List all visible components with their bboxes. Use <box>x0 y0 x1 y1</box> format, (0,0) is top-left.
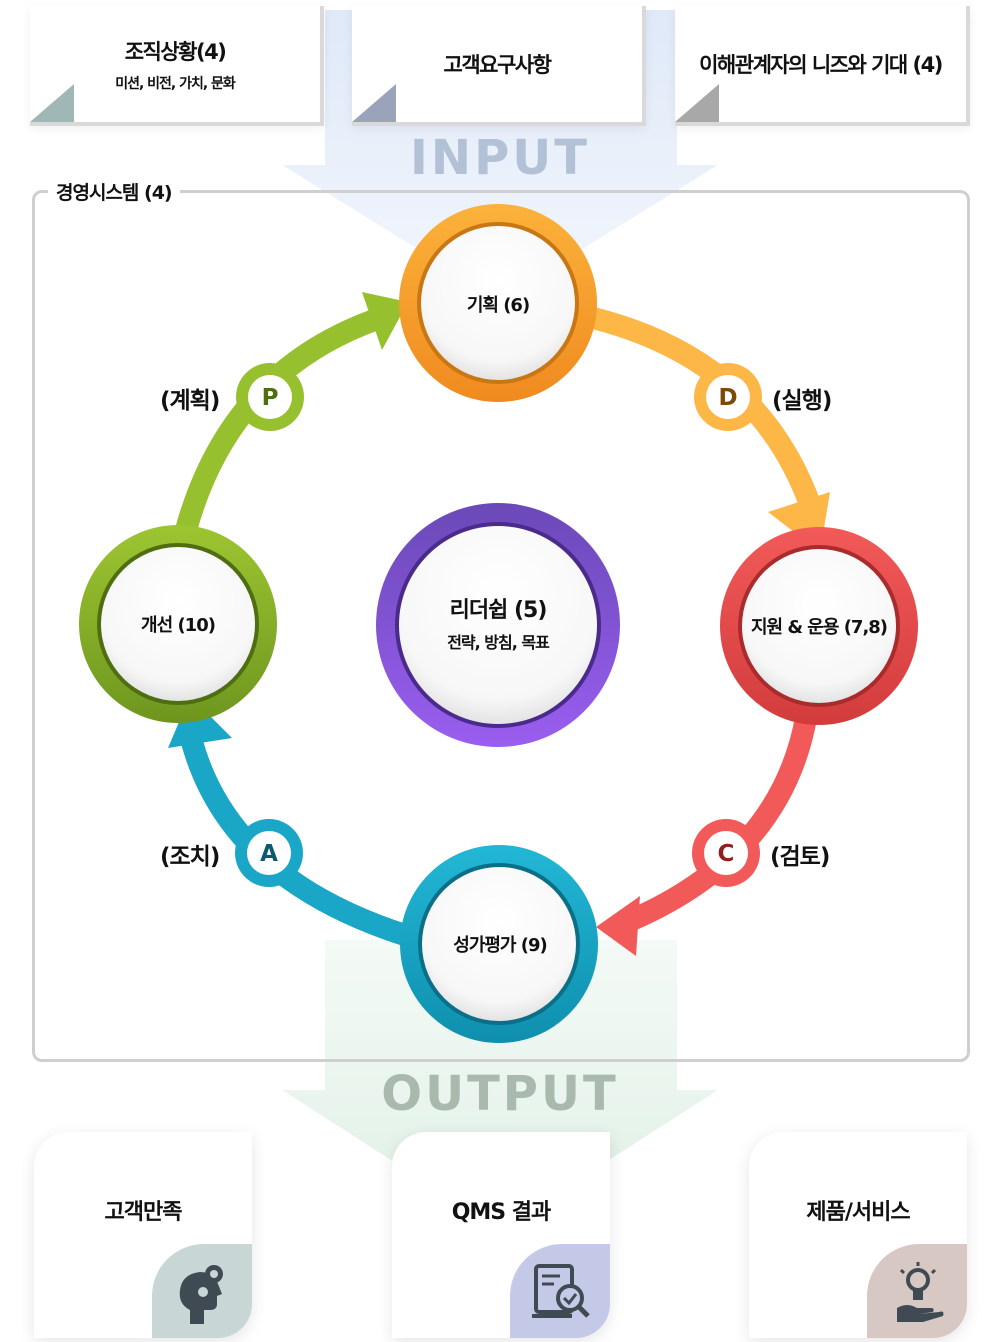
arrowhead-to-planning <box>362 292 408 350</box>
arrowhead-to-evaluation <box>596 896 640 956</box>
output-card-qms-results: QMS 결과 <box>392 1132 610 1338</box>
input-arrow-label: INPUT <box>410 130 590 186</box>
phase-label-do: (실행) <box>772 388 832 414</box>
node-improvement-label: 개선 (10) <box>141 615 216 636</box>
arrowhead-to-improvement <box>168 696 232 748</box>
node-planning-label: 기획 (6) <box>466 295 530 316</box>
phase-label-plan: (계획) <box>160 388 220 414</box>
output-card-title: QMS 결과 <box>451 1200 552 1225</box>
node-leadership-circle <box>376 503 620 747</box>
output-card-title: 고객만족 <box>104 1200 183 1225</box>
management-system-frame <box>32 190 970 1062</box>
phase-badge-d <box>694 363 762 431</box>
document-search-icon <box>532 1264 590 1318</box>
phase-badge-p <box>236 363 304 431</box>
input-card-organization-context: 조직상황(4) 미션, 비전, 가치, 문화 <box>30 6 324 126</box>
phase-letter-c: C <box>717 841 735 867</box>
node-planning-circle <box>399 204 597 402</box>
node-support-label: 지원 & 운용 (7,8) <box>750 617 888 638</box>
phase-label-check: (검토) <box>770 844 830 870</box>
node-leadership-title: 리더쉽 (5) <box>449 598 548 623</box>
input-card-subtitle: 미션, 비전, 가치, 문화 <box>115 75 236 92</box>
phase-letter-d: D <box>718 385 738 411</box>
node-evaluation-circle <box>400 845 598 1043</box>
input-card-customer-requirements: 고객요구사항 <box>352 6 646 126</box>
phase-letter-p: P <box>261 385 279 411</box>
phase-badge-c <box>692 819 760 887</box>
output-arrow-label: OUTPUT <box>381 1066 619 1122</box>
input-card-title: 고객요구사항 <box>443 53 552 77</box>
input-card-title: 이해관계자의 니즈와 기대 (4) <box>699 53 943 77</box>
node-leadership-subtitle: 전략, 방침, 목표 <box>447 633 550 652</box>
arc-do-to-check <box>615 715 817 936</box>
node-evaluation-label: 성가평가 (9) <box>453 935 547 956</box>
node-improvement-circle <box>79 525 277 723</box>
phase-badge-a <box>235 819 303 887</box>
output-card-customer-satisfaction: 고객만족 <box>34 1132 252 1338</box>
input-card-stakeholder-needs: 이해관계자의 니즈와 기대 (4) <box>675 6 970 126</box>
phase-letter-a: A <box>260 841 278 867</box>
output-card-products-services: 제품/서비스 <box>749 1132 967 1338</box>
management-system-label: 경영시스템 (4) <box>48 178 180 205</box>
output-card-title: 제품/서비스 <box>806 1200 910 1225</box>
arc-check-to-act <box>181 739 412 947</box>
input-card-title: 조직상황(4) <box>124 39 227 64</box>
lightbulb-hand-icon <box>897 1262 944 1322</box>
node-support-circle <box>720 527 918 725</box>
head-gear-icon <box>179 1265 223 1324</box>
phase-label-act: (조치) <box>160 844 220 870</box>
